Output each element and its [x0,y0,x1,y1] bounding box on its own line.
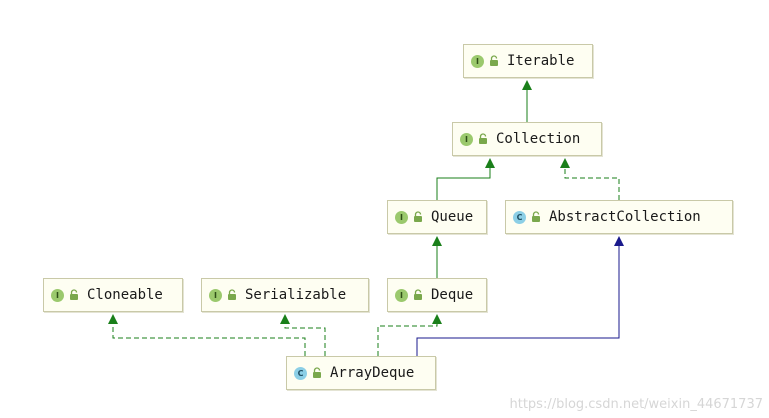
lock-icon [489,55,499,67]
class-icon: C [513,210,526,224]
node-label: Collection [496,131,581,147]
lock-icon [227,289,237,301]
arrowhead [280,314,290,324]
interface-icon: I [209,288,222,302]
arrowhead [614,236,624,246]
node-label: Deque [431,287,474,303]
watermark-text: https://blog.csdn.net/weixin_44671737 [509,397,763,412]
node-abstract-collection[interactable]: C AbstractCollection [505,200,733,234]
node-label: AbstractCollection [549,209,701,225]
node-label: ArrayDeque [330,365,415,381]
interface-icon: I [471,54,484,68]
edge-array-deque-to-cloneable [108,314,306,356]
edge-array-deque-to-serializable [280,314,326,356]
interface-icon: I [51,288,64,302]
lock-icon [413,211,423,223]
class-icon: C [294,366,307,380]
node-label: Queue [431,209,474,225]
edge-array-deque-to-abstract-collection [416,236,624,356]
edge-abstract-collection-to-collection [560,158,620,200]
interface-icon: I [395,288,408,302]
node-label: Serializable [245,287,347,303]
node-cloneable[interactable]: I Cloneable [43,278,183,312]
edge-deque-to-queue [432,236,442,278]
interface-icon: I [395,210,408,224]
node-serializable[interactable]: I Serializable [201,278,369,312]
arrowhead [560,158,570,168]
node-queue[interactable]: I Queue [387,200,487,234]
lock-icon [478,133,488,145]
node-collection[interactable]: I Collection [452,122,602,156]
node-label: Iterable [507,53,575,69]
edge-queue-to-collection [436,158,495,200]
edge-array-deque-to-deque [377,314,442,356]
node-label: Cloneable [87,287,163,303]
arrowhead [108,314,118,324]
arrowhead [432,236,442,246]
lock-icon [413,289,423,301]
edge-collection-to-iterable [522,80,532,122]
interface-icon: I [460,132,473,146]
node-iterable[interactable]: I Iterable [463,44,593,78]
arrowhead [432,314,442,324]
lock-icon [531,211,541,223]
node-array-deque[interactable]: C ArrayDeque [286,356,436,390]
arrowhead [485,158,495,168]
arrowhead [522,80,532,90]
lock-icon [69,289,79,301]
node-deque[interactable]: I Deque [387,278,487,312]
lock-icon [312,367,322,379]
